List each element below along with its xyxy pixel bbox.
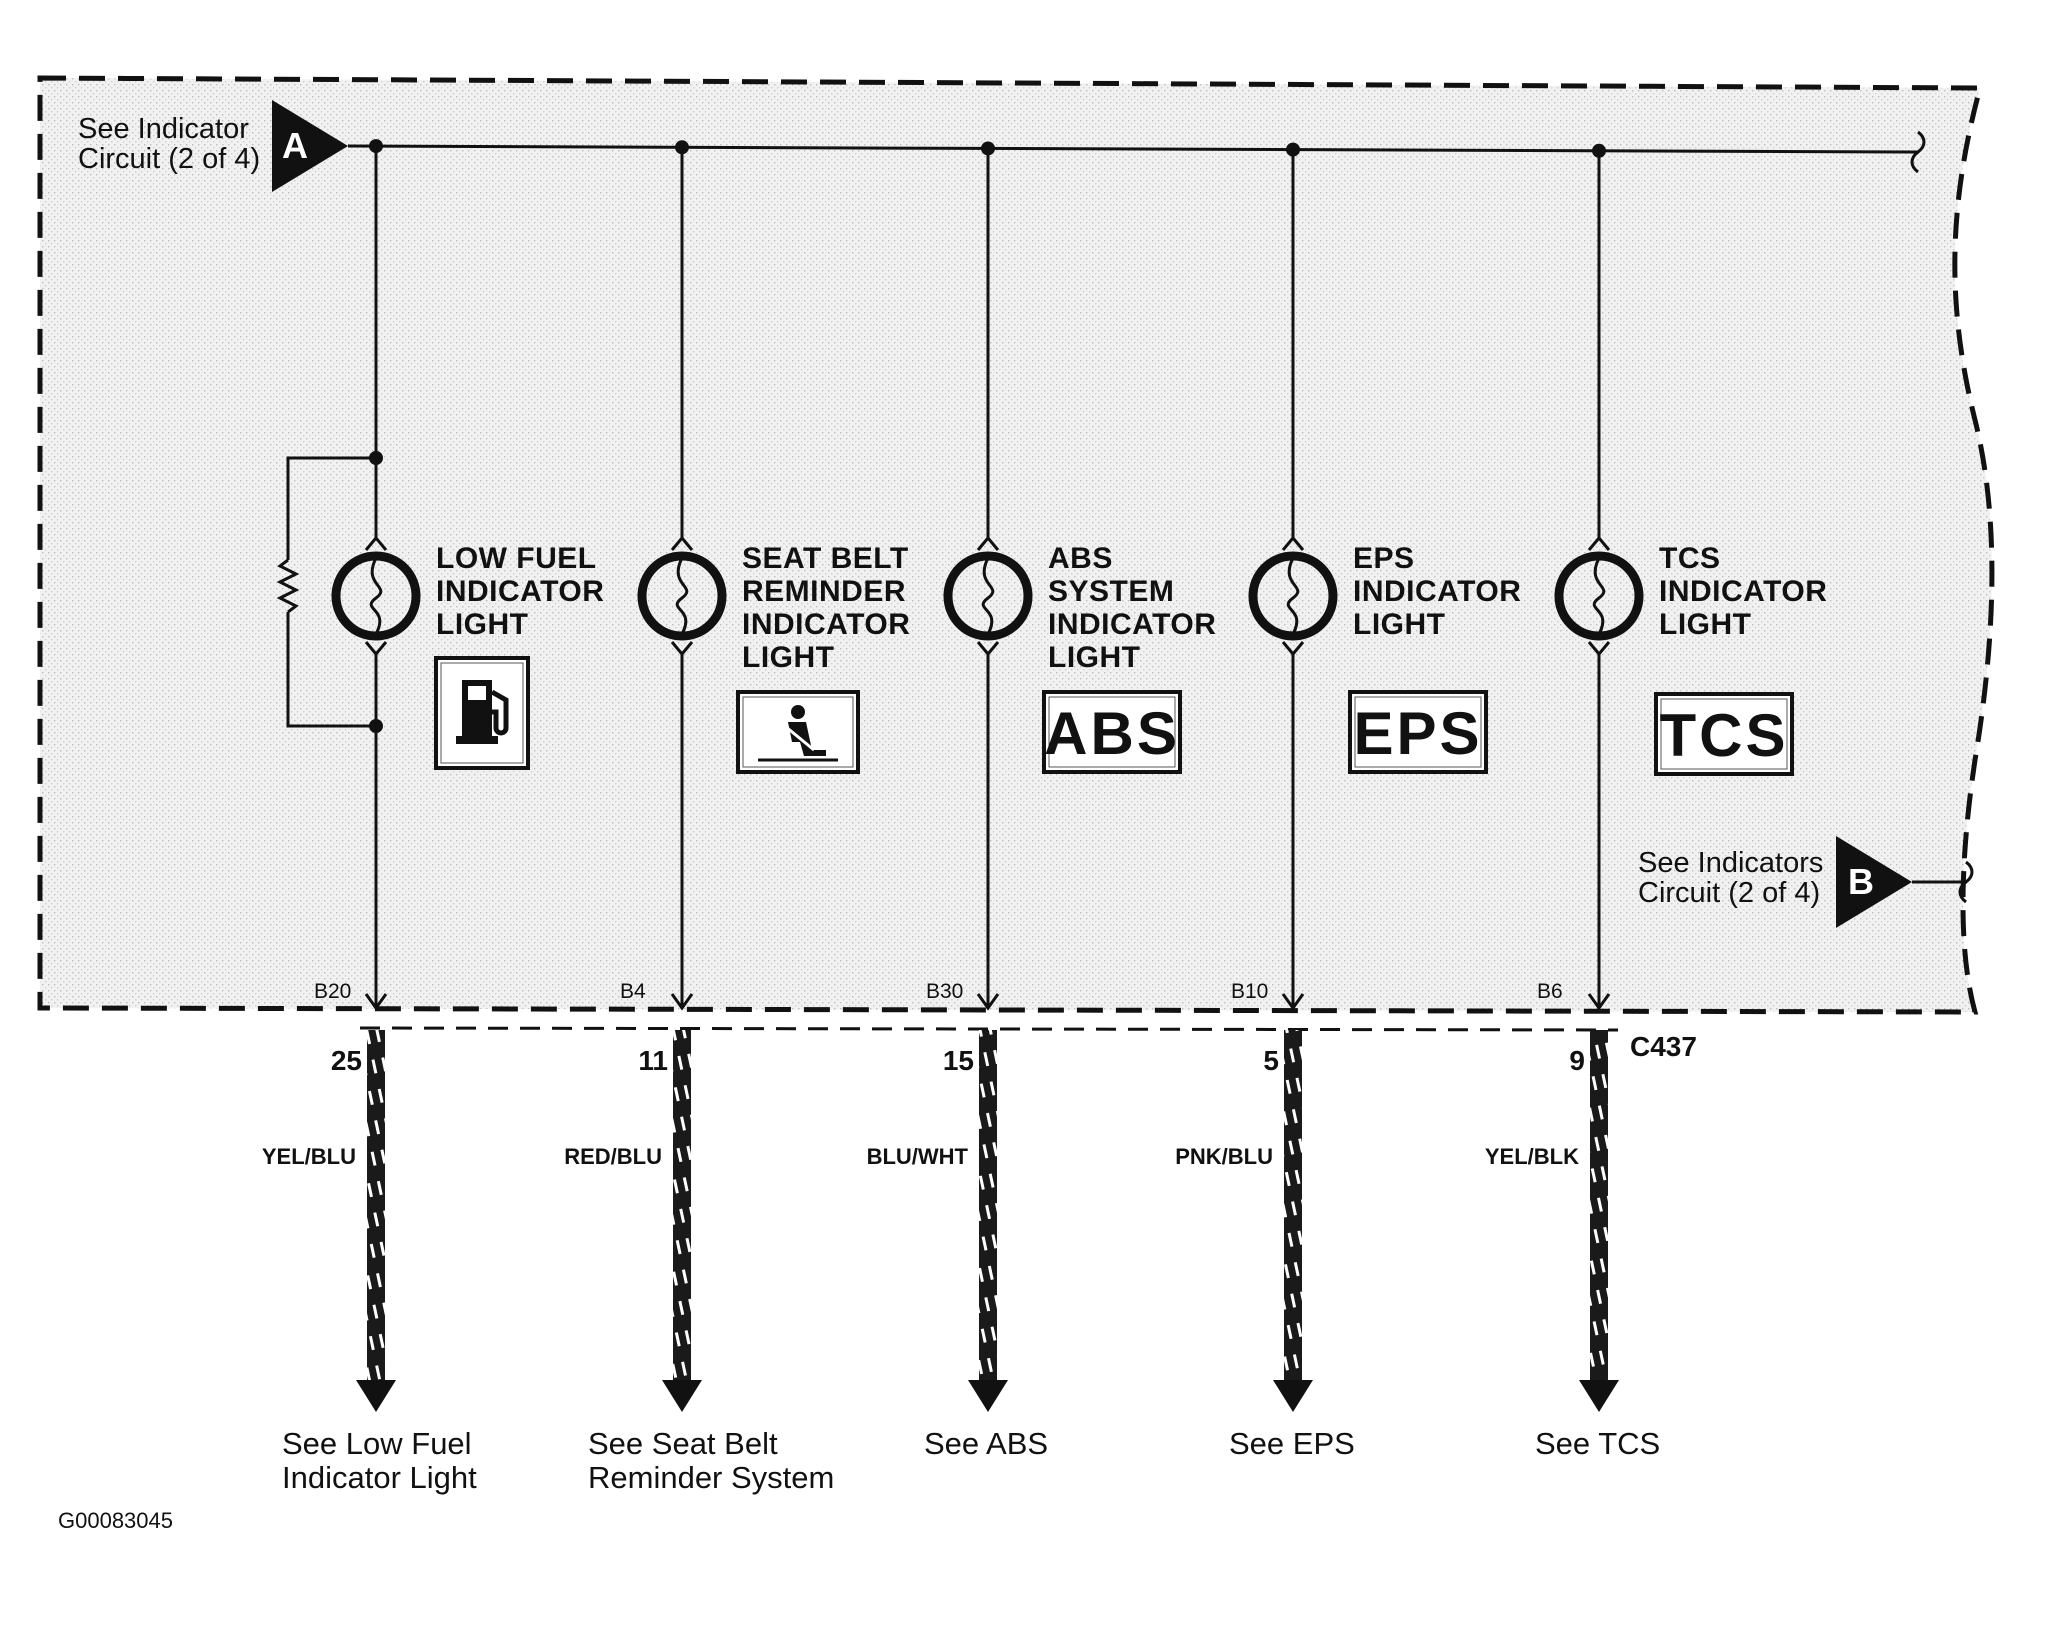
circuit-title-line: LIGHT: [436, 608, 529, 641]
indicator-bulb-icon: [331, 551, 421, 641]
circuit-title-line: LIGHT: [1048, 641, 1141, 674]
harness-connector-outline: [359, 1026, 1619, 1032]
harness-wire: [979, 1030, 997, 1382]
circuit-cavity-number: 9: [1569, 1045, 1585, 1076]
connector-a-label-line1: See Indicator: [78, 113, 249, 145]
circuit-see-reference: Reminder System: [588, 1460, 834, 1495]
resistor-symbol: [276, 558, 300, 614]
circuit-see-reference: See Seat Belt: [588, 1426, 778, 1461]
connector-b-label-line1: See Indicators: [1638, 847, 1823, 879]
circuit-title-line: LIGHT: [1659, 608, 1752, 641]
circuit-title-line: REMINDER: [742, 575, 906, 608]
circuit-title-line: INDICATOR: [1659, 575, 1827, 608]
connector-a-label-line2: Circuit (2 of 4): [78, 143, 260, 175]
circuit-see-reference: See ABS: [924, 1426, 1048, 1461]
circuit-title-line: SEAT BELT: [742, 542, 909, 575]
circuit-wire-color: RED/BLU: [564, 1144, 662, 1169]
harness-connector-label: C437: [1630, 1031, 1697, 1062]
connector-a-flag: [272, 100, 348, 192]
indicator-bulb-icon: [943, 551, 1033, 641]
circuit-wire-color: YEL/BLK: [1485, 1144, 1579, 1169]
circuit-cavity-number: 11: [638, 1045, 668, 1076]
circuit-pin-label: B6: [1537, 980, 1563, 1003]
wire-continuation-arrow-icon: [968, 1380, 1008, 1412]
circuit-title-line: EPS: [1353, 542, 1415, 575]
circuit-title-line: INDICATOR: [436, 575, 604, 608]
circuit-see-reference: Indicator Light: [282, 1460, 477, 1495]
circuit-title-line: SYSTEM: [1048, 575, 1174, 608]
indicator-bulb-icon: [1554, 551, 1644, 641]
seat-belt-icon: [736, 690, 860, 774]
circuit-pin-label: B10: [1231, 980, 1268, 1003]
circuit-title-line: INDICATOR: [1048, 608, 1216, 641]
harness-wire: [367, 1030, 385, 1382]
circuit-pin-label: B30: [926, 980, 963, 1003]
circuit-see-reference: See EPS: [1229, 1426, 1355, 1461]
tcs-text-icon: TCS: [1654, 692, 1794, 776]
circuit-badge-text: EPS: [1353, 700, 1482, 767]
circuit-abs: ABSSYSTEMINDICATORLIGHTABSB3015BLU/WHTSe…: [867, 141, 1216, 1461]
circuit-cavity-number: 25: [331, 1045, 362, 1076]
harness-wire: [673, 1030, 691, 1382]
abs-text-icon: ABS: [1042, 690, 1182, 774]
wire-continuation-arrow-icon: [1273, 1380, 1313, 1412]
circuit-title-line: LIGHT: [742, 641, 835, 674]
circuit-pin-label: B4: [620, 980, 646, 1003]
circuit-cavity-number: 5: [1263, 1045, 1279, 1076]
eps-text-icon: EPS: [1348, 690, 1488, 774]
circuit-badge-text: TCS: [1660, 702, 1789, 769]
harness-wire: [1284, 1030, 1302, 1382]
low-fuel-bypass-resistor: [276, 451, 383, 733]
circuit-see-reference: See TCS: [1535, 1426, 1660, 1461]
figure-id: G00083045: [58, 1508, 173, 1533]
circuit-title-line: INDICATOR: [742, 608, 910, 641]
circuit-see-reference: See Low Fuel: [282, 1426, 472, 1461]
connector-b-label-line2: Circuit (2 of 4): [1638, 877, 1820, 909]
fuel-pump-icon: [434, 656, 530, 770]
circuit-title-line: LIGHT: [1353, 608, 1446, 641]
power-bus: [347, 130, 1926, 174]
circuit-title-line: INDICATOR: [1353, 575, 1521, 608]
wire-continuation-arrow-icon: [356, 1380, 396, 1412]
circuit-cavity-number: 15: [943, 1045, 974, 1076]
harness-wire: [1590, 1030, 1608, 1382]
circuit-wire-color: BLU/WHT: [867, 1144, 969, 1169]
wire-continuation-arrow-icon: [1579, 1380, 1619, 1412]
component-housing: [37, 75, 1995, 1015]
wire-continuation-arrow-icon: [662, 1380, 702, 1412]
circuit-wire-color: YEL/BLU: [262, 1144, 356, 1169]
connector-a-letter: A: [282, 125, 308, 166]
connector-b: B See Indicators Circuit (2 of 4): [1638, 836, 1974, 928]
connector-b-flag: [1836, 836, 1912, 928]
bus-break-symbol: [1910, 130, 1926, 174]
indicator-bulb-icon: [1248, 551, 1338, 641]
indicator-bulb-icon: [637, 551, 727, 641]
circuit-pin-label: B20: [314, 980, 351, 1003]
connector-b-break-symbol: [1958, 860, 1974, 904]
circuit-wire-color: PNK/BLU: [1175, 1144, 1273, 1169]
connector-a: A See Indicator Circuit (2 of 4): [78, 100, 348, 192]
circuit-title-line: LOW FUEL: [436, 542, 597, 575]
circuit-title-line: ABS: [1048, 542, 1113, 575]
circuit-badge-text: ABS: [1044, 700, 1180, 767]
circuit-title-line: TCS: [1659, 542, 1721, 575]
connector-b-letter: B: [1848, 861, 1874, 902]
